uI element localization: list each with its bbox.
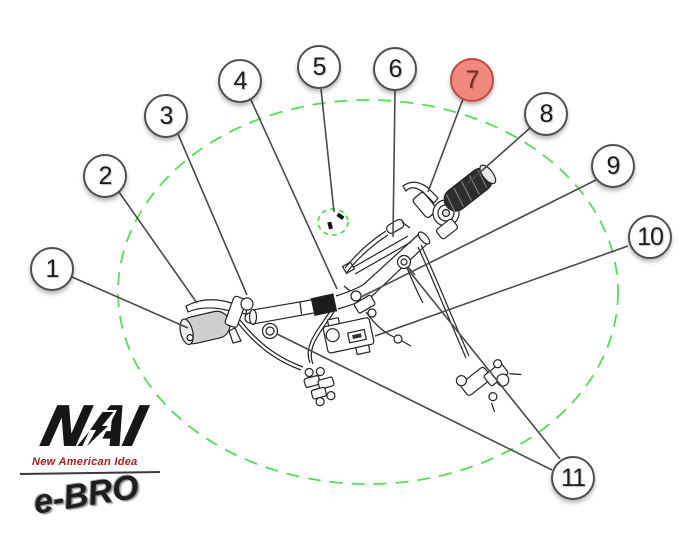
leader-line-9 [360,179,597,298]
nai-logo: NAI [35,398,153,458]
cables-drawing [237,230,470,371]
leader-line-1 [71,276,189,329]
leader-line-10 [374,245,629,337]
leader-line-5 [320,88,335,213]
left-grip-drawing [179,310,231,346]
leader-lines [71,88,629,471]
knob-drawing [396,254,416,276]
lightning-bolt-icon [87,412,114,446]
callout-4[interactable]: 4 [218,59,262,103]
callout-7-highlighted[interactable]: 7 [450,58,494,102]
handlebar-drawing [179,164,522,413]
callout-2[interactable]: 2 [83,154,127,198]
callout-9[interactable]: 9 [591,144,635,188]
leader-line-2 [118,191,198,304]
nai-logo-letters: NAI [35,398,153,458]
callout-10[interactable]: 10 [628,215,672,259]
leader-line-6 [392,90,396,238]
callout-5[interactable]: 5 [297,45,341,89]
callout-11[interactable]: 11 [551,456,595,500]
leader-line-7 [427,98,464,193]
handlebar-tube-drawing [248,231,431,326]
callout-8[interactable]: 8 [524,92,568,136]
nai-tagline: New American Idea [32,456,138,468]
leader-line-3 [177,133,248,296]
fastener-detail-circle [317,208,349,236]
callout-1[interactable]: 1 [30,247,74,291]
right-grip-drawing [443,164,497,213]
screws-drawing [327,212,345,230]
leader-line-8 [467,127,531,184]
assembly-boundary-ellipse [117,99,619,485]
leader-line-11a [276,333,553,471]
leader-line-4 [250,99,338,290]
bell-ring-drawing [261,322,279,340]
right-brake-lever-drawing [386,181,439,234]
callout-3[interactable]: 3 [144,94,188,138]
callout-6[interactable]: 6 [373,47,417,91]
shifter-cluster-drawing [343,285,412,347]
brake-caliper-drawing [455,359,522,413]
leader-line-11b [405,266,561,460]
display-unit-drawing [322,316,375,356]
wire-connectors-drawing [303,366,336,407]
